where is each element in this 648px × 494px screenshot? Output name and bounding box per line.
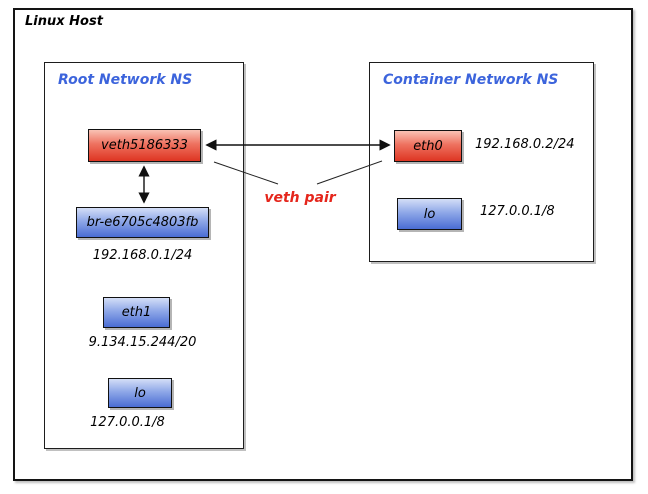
- lo-container-ip-label: 127.0.0.1/8: [480, 204, 555, 219]
- host-title: Linux Host: [25, 14, 103, 29]
- lo-root-ip-label: 127.0.0.1/8: [90, 415, 165, 430]
- node-bridge-label: br-e6705c4803fb: [86, 215, 199, 230]
- bridge-ip-label: 192.168.0.1/24: [92, 248, 193, 263]
- root-ns-title: Root Network NS: [58, 72, 193, 88]
- node-lo-container-label: lo: [423, 206, 436, 222]
- node-lo-container: lo: [397, 198, 462, 230]
- node-eth1-label: eth1: [121, 305, 152, 320]
- node-bridge: br-e6705c4803fb: [76, 207, 209, 238]
- node-eth0-label: eth0: [413, 138, 443, 154]
- node-veth5186333-label: veth5186333: [101, 138, 188, 153]
- node-eth0: eth0: [394, 130, 462, 162]
- eth1-ip-label: 9.134.15.244/20: [88, 335, 197, 350]
- eth0-ip-label: 192.168.0.2/24: [475, 137, 575, 152]
- node-eth1: eth1: [103, 297, 170, 328]
- node-veth5186333: veth5186333: [88, 129, 201, 162]
- container-ns-title: Container Network NS: [383, 72, 559, 88]
- node-lo-root: lo: [108, 378, 172, 408]
- root-ns-box: [44, 62, 244, 449]
- veth-pair-label: veth pair: [264, 190, 336, 206]
- node-lo-root-label: lo: [134, 385, 146, 401]
- container-ns-box: [369, 62, 594, 262]
